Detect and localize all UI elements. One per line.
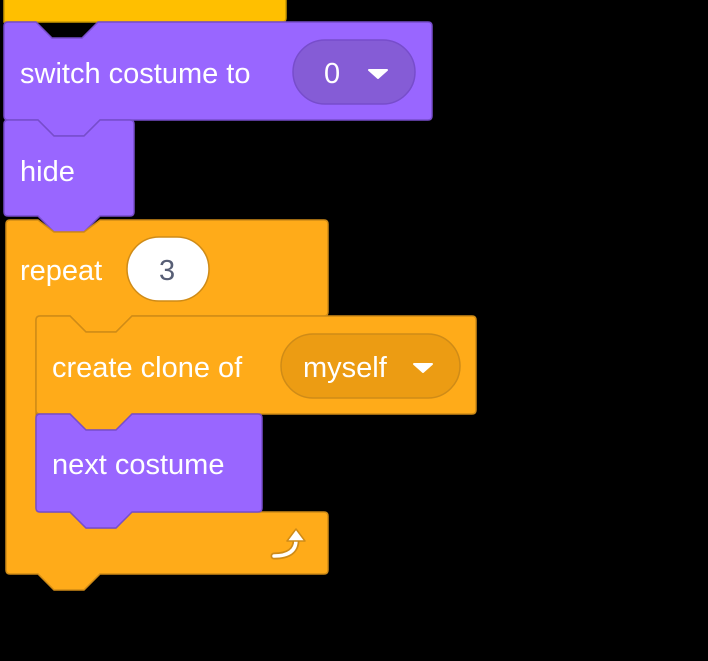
repeat-count-input[interactable]: 3 [126, 236, 210, 302]
costume-dropdown-value: 0 [324, 58, 340, 90]
create-clone-label: create clone of [52, 352, 243, 384]
hide-label: hide [20, 156, 75, 188]
dropdown-arrow-icon [368, 69, 388, 79]
create-clone-block[interactable]: create clone of myself [35, 315, 477, 431]
switch-costume-block[interactable]: switch costume to 0 [3, 21, 433, 137]
repeat-count-value: 3 [159, 255, 175, 287]
events-block-partial[interactable] [3, 0, 287, 23]
repeat-block[interactable]: repeat 3 [5, 219, 329, 591]
repeat-label: repeat [20, 255, 102, 287]
next-costume-block[interactable]: next costume [35, 413, 263, 529]
clone-target-value: myself [303, 352, 388, 384]
switch-costume-label: switch costume to [20, 58, 250, 90]
costume-dropdown[interactable]: 0 [292, 39, 416, 105]
dropdown-arrow-icon [413, 363, 433, 373]
next-costume-label: next costume [52, 449, 224, 481]
hide-block[interactable]: hide [3, 119, 135, 233]
clone-target-dropdown[interactable]: myself [280, 333, 461, 399]
loop-arrow-icon [270, 528, 306, 560]
